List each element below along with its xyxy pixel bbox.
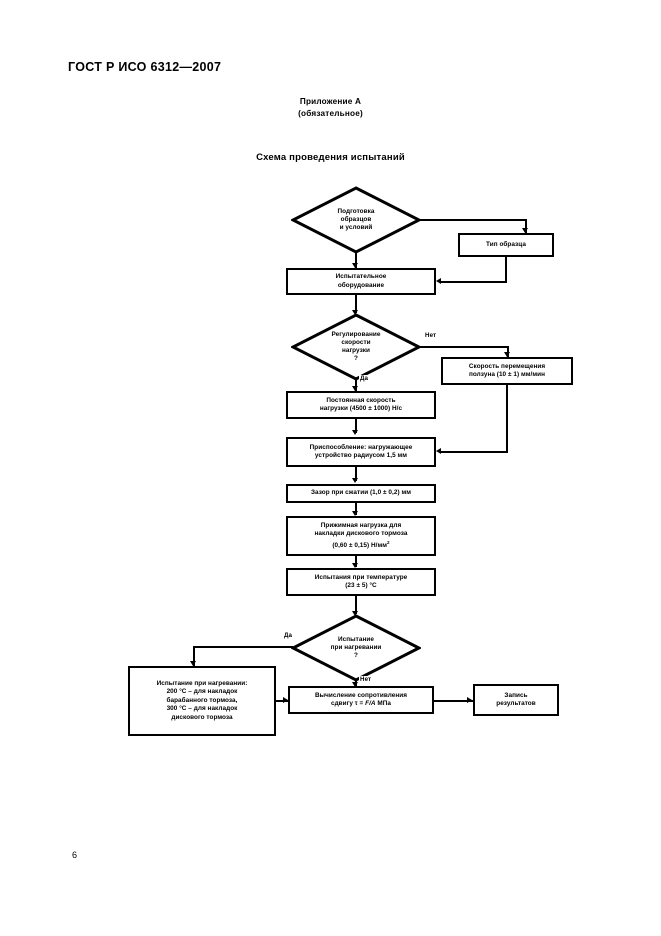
edge-prepare-to-sample-type-v bbox=[525, 219, 527, 233]
edge-arrow-record-in bbox=[467, 697, 472, 703]
edge-calculation-to-record bbox=[434, 700, 474, 702]
diamond-shape bbox=[291, 186, 421, 254]
node-calculation-label: Вычисление сопротивления сдвигу τ = F/A … bbox=[314, 691, 408, 707]
press-load-superscript: 2 bbox=[387, 539, 390, 545]
node-clearance: Зазор при сжатии (1,0 ± 0,2) мм bbox=[286, 484, 436, 503]
edge-heating-yes-h bbox=[193, 646, 293, 648]
edge-speed-no-h bbox=[419, 346, 509, 348]
edge-fixture-to-clearance bbox=[355, 467, 357, 481]
node-temperature-label: Испытания при температуре (23 ± 5) °С bbox=[314, 573, 408, 589]
edge-label-speed-yes: Да bbox=[359, 375, 370, 382]
edge-prepare-to-sample-type-h bbox=[419, 219, 527, 221]
appendix-subtitle: (обязательное) bbox=[298, 109, 363, 118]
node-speed-control: Регулирование скорости нагрузки ? bbox=[291, 313, 421, 381]
edge-arrow-speed-in bbox=[352, 310, 358, 315]
edge-equipment-to-speed bbox=[355, 295, 357, 313]
edge-temperature-to-heating bbox=[355, 596, 357, 614]
node-slider-speed-label: Скорость перемещения ползуна (10 ± 1) мм… bbox=[468, 362, 546, 378]
edge-clearance-to-press-load bbox=[355, 503, 357, 515]
edge-arrow-clearance-in bbox=[352, 478, 358, 483]
edge-speed-yes-v bbox=[355, 379, 357, 391]
node-fixture: Приспособление: нагружающее устройство р… bbox=[286, 437, 436, 467]
edge-label-heating-yes: Да bbox=[283, 632, 294, 639]
node-test-equipment-label: Испытательное оборудование bbox=[335, 273, 387, 289]
node-test-equipment: Испытательное оборудование bbox=[286, 268, 436, 295]
node-prepare-samples: Подготовка образцов и условий bbox=[291, 186, 421, 254]
edge-heating-yes-v bbox=[193, 646, 195, 666]
node-temperature: Испытания при температуре (23 ± 5) °С bbox=[286, 568, 436, 596]
edge-label-speed-no: Нет bbox=[424, 332, 438, 339]
edge-constant-speed-to-fixture bbox=[355, 419, 357, 433]
edge-slider-speed-down bbox=[506, 385, 508, 453]
edge-heating-params-to-calculation bbox=[276, 700, 288, 702]
edge-arrow-fixture-in-right bbox=[436, 448, 441, 454]
node-record-results-label: Запись результатов bbox=[496, 691, 536, 707]
node-fixture-label: Приспособление: нагружающее устройство р… bbox=[309, 443, 413, 459]
node-record-results: Запись результатов bbox=[473, 684, 559, 716]
edge-arrow-equipment-in-top bbox=[352, 263, 358, 268]
node-press-load-label: Прижимная нагрузка для накладки дисковог… bbox=[314, 521, 408, 549]
edge-sample-type-to-equipment bbox=[441, 281, 507, 283]
appendix-heading: Приложение А (обязательное) bbox=[0, 96, 661, 120]
node-prepare-samples-label: Подготовка образцов и условий bbox=[337, 207, 375, 232]
standard-header: ГОСТ Р ИСО 6312—2007 bbox=[68, 60, 222, 74]
edge-arrow-press-load-in bbox=[352, 511, 358, 516]
edge-arrow-sample-type-in bbox=[522, 228, 528, 233]
node-press-load: Прижимная нагрузка для накладки дисковог… bbox=[286, 516, 436, 556]
edge-arrow-calculation-in-left bbox=[283, 697, 288, 703]
appendix-title: Приложение А bbox=[299, 97, 362, 106]
edge-arrow-temperature-in bbox=[352, 563, 358, 568]
node-sample-type: Тип образца bbox=[458, 233, 554, 257]
node-heating-params-label: Испытание при нагревании: 200 °С – для н… bbox=[156, 679, 248, 721]
diamond-shape bbox=[291, 614, 421, 682]
edge-arrow-fixture-in-top bbox=[352, 430, 358, 435]
edge-arrow-heating-in bbox=[352, 611, 358, 616]
edge-arrow-heating-params-in bbox=[190, 661, 196, 666]
edge-label-heating-no: Нет bbox=[359, 676, 373, 683]
diagram-title: Схема проведения испытаний bbox=[256, 152, 405, 163]
edge-arrow-slider-speed-in bbox=[504, 352, 510, 357]
calculation-formula: F/A bbox=[365, 700, 376, 707]
diamond-shape bbox=[291, 313, 421, 381]
node-constant-speed-label: Постоянная скорость нагрузки (4500 ± 100… bbox=[319, 396, 403, 412]
edge-slider-speed-to-fixture bbox=[441, 451, 508, 453]
node-calculation: Вычисление сопротивления сдвигу τ = F/A … bbox=[288, 686, 434, 714]
edge-arrow-calculation-in bbox=[352, 682, 358, 687]
node-heating-params: Испытание при нагревании: 200 °С – для н… bbox=[128, 666, 276, 736]
page-number: 6 bbox=[72, 850, 78, 860]
edge-arrow-equipment-in-right bbox=[436, 278, 441, 284]
node-speed-control-label: Регулирование скорости нагрузки ? bbox=[331, 330, 381, 363]
edge-prepare-to-equipment bbox=[355, 252, 357, 268]
node-constant-speed: Постоянная скорость нагрузки (4500 ± 100… bbox=[286, 391, 436, 419]
edge-arrow-constant-speed-in bbox=[352, 386, 358, 391]
node-slider-speed: Скорость перемещения ползуна (10 ± 1) мм… bbox=[441, 357, 573, 385]
node-heating-test-label: Испытание при нагревании ? bbox=[330, 635, 382, 660]
node-heating-test: Испытание при нагревании ? bbox=[291, 614, 421, 682]
edge-sample-type-down bbox=[505, 257, 507, 283]
edge-press-load-to-temperature bbox=[355, 556, 357, 567]
